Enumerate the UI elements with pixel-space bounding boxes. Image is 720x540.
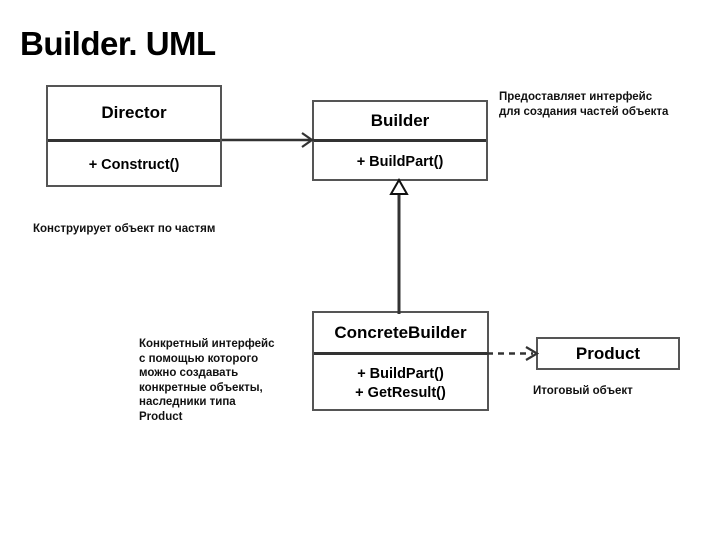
note-line: для создания частей объекта	[499, 105, 669, 118]
note-line: Конструирует объект по частям	[33, 223, 216, 235]
association-director-to-builder	[222, 132, 314, 148]
uml-operation: + GetResult()	[355, 385, 446, 401]
uml-class-director[interactable]: Director + Construct()	[46, 85, 222, 187]
note-line: конкретные объекты,	[139, 381, 263, 394]
uml-class-builder[interactable]: Builder + BuildPart()	[312, 100, 488, 181]
note-product: Итоговый объект	[533, 384, 633, 399]
uml-compartment-divider	[48, 139, 220, 142]
uml-operation: + BuildPart()	[357, 366, 444, 382]
note-line: Итоговый объект	[533, 385, 633, 397]
note-line: с помощью которого	[139, 352, 259, 365]
uml-operation: + BuildPart()	[356, 154, 444, 170]
note-line: Предоставляет интерфейс	[499, 91, 653, 103]
dependency-concretebuilder-to-product	[487, 346, 539, 361]
note-director: Конструирует объект по частям	[33, 222, 215, 237]
uml-operations-compartment: + BuildPart() + GetResult()	[314, 355, 487, 413]
note-line: Product	[139, 410, 183, 423]
uml-class-name: Product	[575, 343, 641, 363]
generalization-concretebuilder-to-builder	[389, 178, 409, 314]
uml-compartment-divider	[314, 139, 486, 142]
note-builder: Предоставляет интерфейс для создания час…	[499, 90, 668, 119]
uml-class-product[interactable]: Product	[536, 337, 680, 370]
uml-operations-compartment: + BuildPart()	[314, 142, 486, 183]
note-concretebuilder: Конкретный интерфейс с помощью которого …	[139, 337, 275, 424]
uml-operations-compartment: + Construct()	[48, 142, 220, 189]
uml-class-name: ConcreteBuilder	[334, 322, 467, 342]
uml-operation: + Construct()	[88, 157, 180, 173]
uml-class-name: Director	[101, 103, 167, 122]
uml-class-name: Builder	[370, 110, 430, 130]
uml-class-concretebuilder[interactable]: ConcreteBuilder + BuildPart() + GetResul…	[312, 311, 489, 411]
note-line: Конкретный интерфейс	[139, 338, 275, 350]
uml-compartment-divider	[314, 352, 487, 355]
note-line: можно создавать	[139, 367, 239, 379]
page-title: Builder. UML	[20, 25, 216, 62]
note-line: наследники типа	[139, 396, 236, 408]
